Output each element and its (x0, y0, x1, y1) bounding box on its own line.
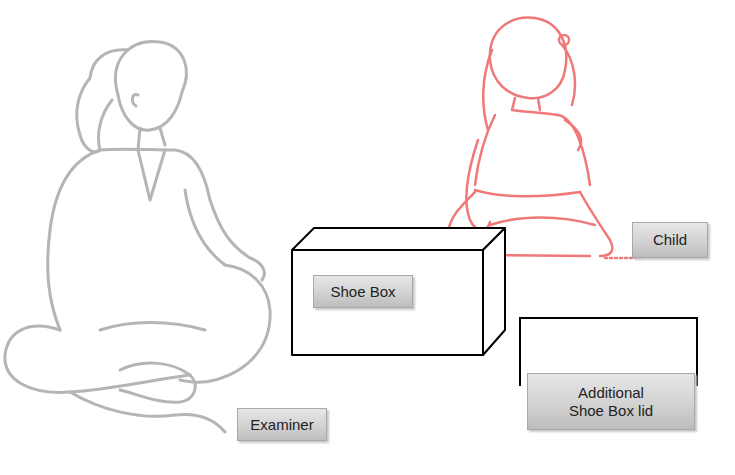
examiner-figure (5, 42, 270, 432)
examiner-head (116, 42, 187, 131)
shoe-box-side (483, 228, 505, 355)
examiner-shoulder (100, 149, 210, 200)
examiner-right-leg (180, 265, 270, 382)
examiner-left-leg (5, 326, 190, 392)
examiner-neck (138, 128, 165, 150)
examiner-ear (132, 94, 138, 106)
examiner-inner-arm (185, 190, 225, 265)
label-box: Shoe Box (313, 275, 413, 308)
label-box: Additional Shoe Box lid (527, 373, 695, 430)
child-neck (512, 98, 540, 110)
label-text: Shoe Box (330, 283, 395, 301)
label-box: Child (632, 222, 708, 258)
label-text: Additional Shoe Box lid (563, 384, 659, 420)
examiner-shorts (100, 323, 205, 331)
examiner-lower-leg (70, 392, 225, 432)
label-text: Child (653, 231, 687, 249)
child-head (490, 18, 566, 99)
shoe-box-drawing (292, 228, 505, 355)
examiner-collar (138, 150, 165, 200)
examiner-ponytail (77, 50, 128, 152)
child-torso (475, 110, 590, 196)
child-figure (442, 18, 642, 258)
examiner-foot (120, 363, 195, 402)
shoe-box-front (292, 250, 483, 355)
child-hair-tie (559, 35, 569, 45)
child-sleeve (565, 120, 581, 150)
shoe-box-top (292, 228, 505, 250)
examiner-torso (48, 150, 100, 330)
label-text: Examiner (250, 416, 313, 434)
child-arm (466, 140, 490, 229)
label-box: Examiner (237, 408, 327, 441)
